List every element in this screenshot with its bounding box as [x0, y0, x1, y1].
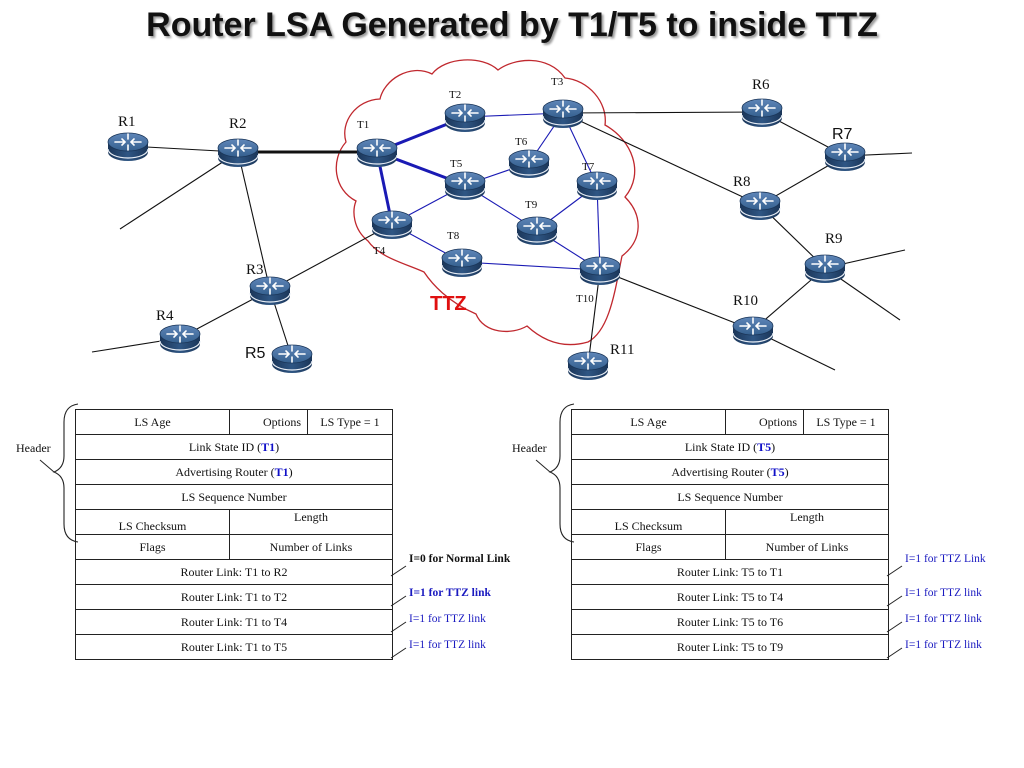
router-link-row: Router Link: T5 to T4 [571, 584, 889, 610]
lsa-table-t5: LS Age Options LS Type = 1 Link State ID… [571, 409, 889, 660]
router-link-row: Router Link: T5 to T9 [571, 634, 889, 660]
number-of-links-cell: Number of Links [229, 534, 393, 560]
router-link-row: Router Link: T1 to T2 [75, 584, 393, 610]
router-link-row: Router Link: T1 to R2 [75, 559, 393, 585]
ttz-label: TTZ [430, 293, 467, 315]
router-r1-icon [107, 132, 149, 162]
flags-cell: Flags [571, 534, 726, 560]
router-link-row: Router Link: T1 to T4 [75, 609, 393, 635]
label-t5: T5 [450, 158, 463, 170]
label-r9: R9 [825, 231, 843, 247]
router-t8-icon [441, 248, 483, 278]
label-r6: R6 [752, 77, 770, 93]
ls-checksum-cell: LS Checksum [75, 509, 230, 535]
router-r8-icon [739, 191, 781, 221]
label-r1: R1 [118, 114, 136, 130]
link-note: I=1 for TTZ link [409, 587, 491, 599]
router-t9-icon [516, 216, 558, 246]
label-r3: R3 [246, 262, 264, 278]
label-t8: T8 [447, 230, 460, 242]
header-brace-left [39, 403, 79, 543]
header-label-left: Header [16, 441, 51, 455]
flags-cell: Flags [75, 534, 230, 560]
router-link-row: Router Link: T1 to T5 [75, 634, 393, 660]
options-cell: Options [725, 409, 804, 435]
number-of-links-cell: Number of Links [725, 534, 889, 560]
link-note: I=1 for TTZ link [905, 639, 982, 651]
ttz-cloud [335, 59, 639, 346]
link-state-id-cell: Link State ID (T5) [571, 434, 889, 460]
advertising-router-cell: Advertising Router (T5) [571, 459, 889, 485]
ls-type-cell: LS Type = 1 [307, 409, 393, 435]
link-state-id-cell: Link State ID (T1) [75, 434, 393, 460]
label-r4: R4 [156, 308, 174, 324]
length-cell: Length [725, 509, 889, 535]
router-r10-icon [732, 316, 774, 346]
label-r2: R2 [229, 116, 247, 132]
label-t2: T2 [449, 89, 462, 101]
label-r5: R5 [245, 345, 266, 362]
label-t4: T4 [373, 245, 386, 257]
router-r5-icon [271, 344, 313, 374]
router-t1-icon [356, 138, 398, 168]
ls-type-cell: LS Type = 1 [803, 409, 889, 435]
right-note-connectors [886, 565, 903, 659]
header-label-right: Header [512, 441, 547, 455]
length-cell: Length [229, 509, 393, 535]
router-t4-icon [371, 210, 413, 240]
label-t7: T7 [582, 161, 595, 173]
label-t3: T3 [551, 76, 564, 88]
label-r7: R7 [832, 126, 853, 143]
network-diagram [91, 59, 913, 381]
router-t10-icon [579, 256, 621, 286]
advertising-router-value: T5 [770, 464, 785, 479]
ls-checksum-cell: LS Checksum [571, 509, 726, 535]
router-r4-icon [159, 324, 201, 354]
ls-age-cell: LS Age [571, 409, 726, 435]
label-r8: R8 [733, 174, 751, 190]
router-r3-icon [249, 276, 291, 306]
router-r6-icon [741, 98, 783, 128]
label-r11: R11 [610, 342, 635, 358]
router-t2-icon [444, 103, 486, 133]
lsa-table-t1: LS Age Options LS Type = 1 Link State ID… [75, 409, 393, 660]
router-t7-icon [576, 171, 618, 201]
link-note: I=0 for Normal Link [409, 553, 511, 565]
advertising-router-value: T1 [274, 464, 289, 479]
router-link-row: Router Link: T5 to T1 [571, 559, 889, 585]
ls-sequence-cell: LS Sequence Number [571, 484, 889, 510]
label-r10: R10 [733, 293, 759, 309]
router-r9-icon [804, 254, 846, 284]
slide-title: Router LSA Generated by T1/T5 to inside … [146, 6, 878, 44]
label-t10: T10 [576, 293, 594, 305]
header-brace-right [535, 403, 575, 543]
link-state-id-value: T1 [261, 439, 276, 454]
link-note: I=1 for TTZ link [409, 613, 486, 625]
link-state-id-value: T5 [757, 439, 772, 454]
advertising-router-cell: Advertising Router (T1) [75, 459, 393, 485]
ls-sequence-cell: LS Sequence Number [75, 484, 393, 510]
router-r7-icon [824, 142, 866, 172]
router-r2-icon [217, 138, 259, 168]
ls-age-cell: LS Age [75, 409, 230, 435]
label-t1: T1 [357, 119, 370, 131]
link-note: I=1 for TTZ link [409, 639, 486, 651]
left-note-connectors [390, 565, 407, 659]
link-note: I=1 for TTZ link [905, 587, 982, 599]
router-r11-icon [567, 351, 609, 381]
router-t3-icon [542, 99, 584, 129]
label-t9: T9 [525, 199, 538, 211]
link-note: I=1 for TTZ link [905, 613, 982, 625]
label-t6: T6 [515, 136, 528, 148]
options-cell: Options [229, 409, 308, 435]
router-t5-icon [444, 171, 486, 201]
router-link-row: Router Link: T5 to T6 [571, 609, 889, 635]
link-note: I=1 for TTZ Link [905, 553, 986, 565]
router-t6-icon [508, 149, 550, 179]
